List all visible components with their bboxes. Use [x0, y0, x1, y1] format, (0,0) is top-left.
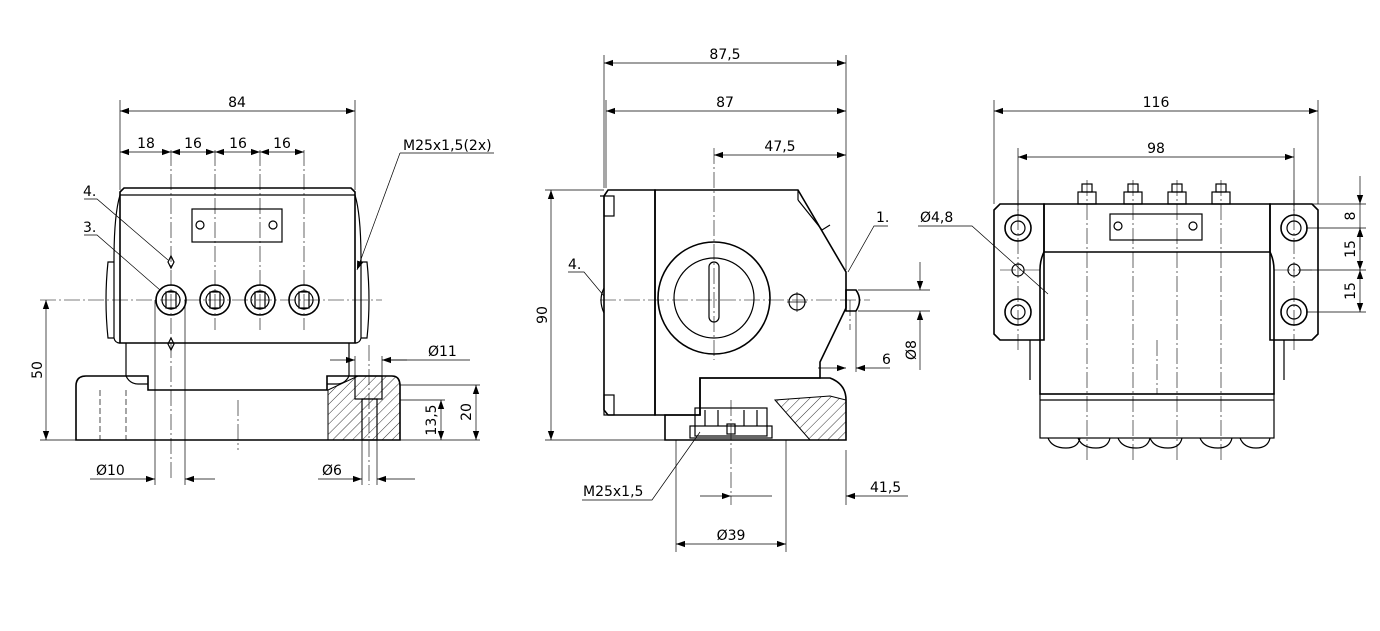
front-dim-hole-6: Ø6: [322, 463, 342, 479]
side-dim-6: 6: [882, 352, 891, 368]
front-item-4-label: 4.: [83, 184, 96, 200]
top-view-labels: 116 98 Ø4,8 8 15 15: [920, 95, 1359, 300]
side-item-1-label: 1.: [876, 210, 889, 226]
side-item-4-label: 4.: [568, 257, 581, 273]
front-view-labels: 84 18 16 16 16 M25x1,5(2x) 4. 3. 50 Ø11 …: [30, 95, 492, 479]
front-dim-pitch-16a: 16: [184, 136, 202, 152]
front-dim-width-84: 84: [228, 95, 246, 111]
top-dim-15-b: 15: [1343, 282, 1359, 300]
front-dim-pitch-16b: 16: [229, 136, 247, 152]
front-item-3-label: 3.: [83, 220, 96, 236]
front-thread-label: M25x1,5(2x): [403, 138, 492, 154]
side-thread-label: M25x1,5: [583, 484, 643, 500]
top-dim-hole-4-8: Ø4,8: [920, 210, 953, 226]
top-dim-98: 98: [1147, 141, 1165, 157]
top-view: [918, 100, 1366, 460]
front-dim-hole-10: Ø10: [96, 463, 125, 479]
front-dim-pitch-18: 18: [137, 136, 155, 152]
front-view: [40, 100, 494, 485]
front-dim-hole-11: Ø11: [428, 344, 457, 360]
side-view: [545, 55, 930, 552]
side-dim-87: 87: [716, 95, 734, 111]
front-dim-pitch-16c: 16: [273, 136, 291, 152]
side-dim-dia-39: Ø39: [717, 528, 746, 544]
front-dim-height-50: 50: [30, 361, 46, 379]
side-dim-47-5: 47,5: [764, 139, 795, 155]
top-dim-8: 8: [1343, 212, 1359, 221]
front-dim-base-20: 20: [459, 403, 475, 421]
side-view-labels: 87,5 87 47,5 90 4. 1. 6 Ø8 M25x1,5 41,5 …: [535, 47, 920, 544]
front-dim-base-13-5: 13,5: [424, 404, 440, 435]
side-dim-dia-8: Ø8: [904, 340, 920, 360]
side-dim-height-90: 90: [535, 306, 551, 324]
top-dim-15-a: 15: [1343, 240, 1359, 258]
side-dim-87-5: 87,5: [709, 47, 740, 63]
top-dim-116: 116: [1143, 95, 1170, 111]
side-dim-41-5: 41,5: [870, 480, 901, 496]
